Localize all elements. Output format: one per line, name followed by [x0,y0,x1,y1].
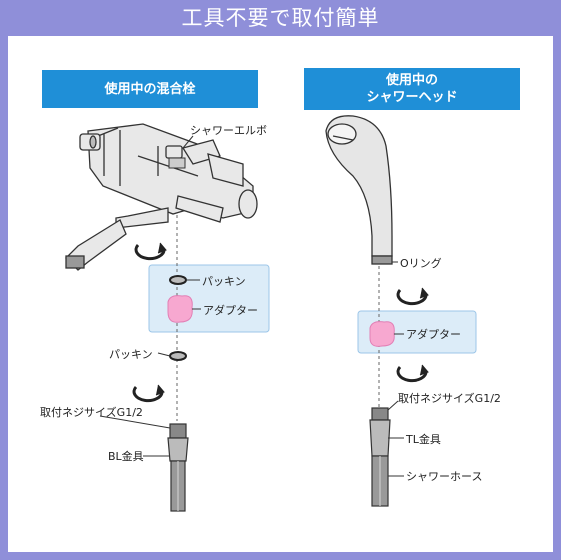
right-header-line1: 使用中の [385,73,438,88]
label-packing-bottom: パッキン [109,348,153,361]
thread-left-leader [99,415,171,429]
packing-bottom [169,351,187,361]
rotate-arrow-icon [396,364,429,383]
label-oring: Oリング [400,257,442,270]
label-tl-fitting: TL金具 [406,433,441,446]
label-shower-hose: シャワーホース [406,470,483,483]
thread-right-leader [387,400,399,411]
right-header-line2: シャワーヘッド [366,90,458,105]
adapter-left [167,295,193,323]
adapter-right [369,321,395,347]
right-header: 使用中の シャワーヘッド [304,68,520,110]
elbow-fitting [168,157,186,169]
packing-top [169,275,187,285]
label-adapter-left: アダプター [203,304,258,317]
label-thread-right: 取付ネジサイズG1/2 [398,392,501,405]
tl-fitting [369,407,391,507]
label-bl-fitting: BL金具 [108,450,144,463]
label-shower-elbow: シャワーエルボ [190,124,267,137]
bl-fitting [167,423,189,512]
diagram-panel: 使用中の混合栓 使用中の シャワーヘッド [8,36,553,552]
rotate-arrow-icon [132,384,165,403]
label-adapter-right: アダプター [406,328,461,341]
mixing-faucet-drawing [65,123,258,271]
elbow-leader [182,135,194,149]
page-title: 工具不要で取付簡単 [181,6,380,30]
label-packing-top: パッキン [202,275,246,288]
illustration [65,115,477,512]
label-thread-left: 取付ネジサイズG1/2 [40,406,143,419]
left-header: 使用中の混合栓 [42,70,258,108]
rotate-arrow-icon [134,242,167,261]
packing-bottom-leader [157,352,171,357]
rotate-arrow-icon [396,287,429,306]
left-header-label: 使用中の混合栓 [104,81,196,97]
shower-head-drawing [325,115,393,265]
